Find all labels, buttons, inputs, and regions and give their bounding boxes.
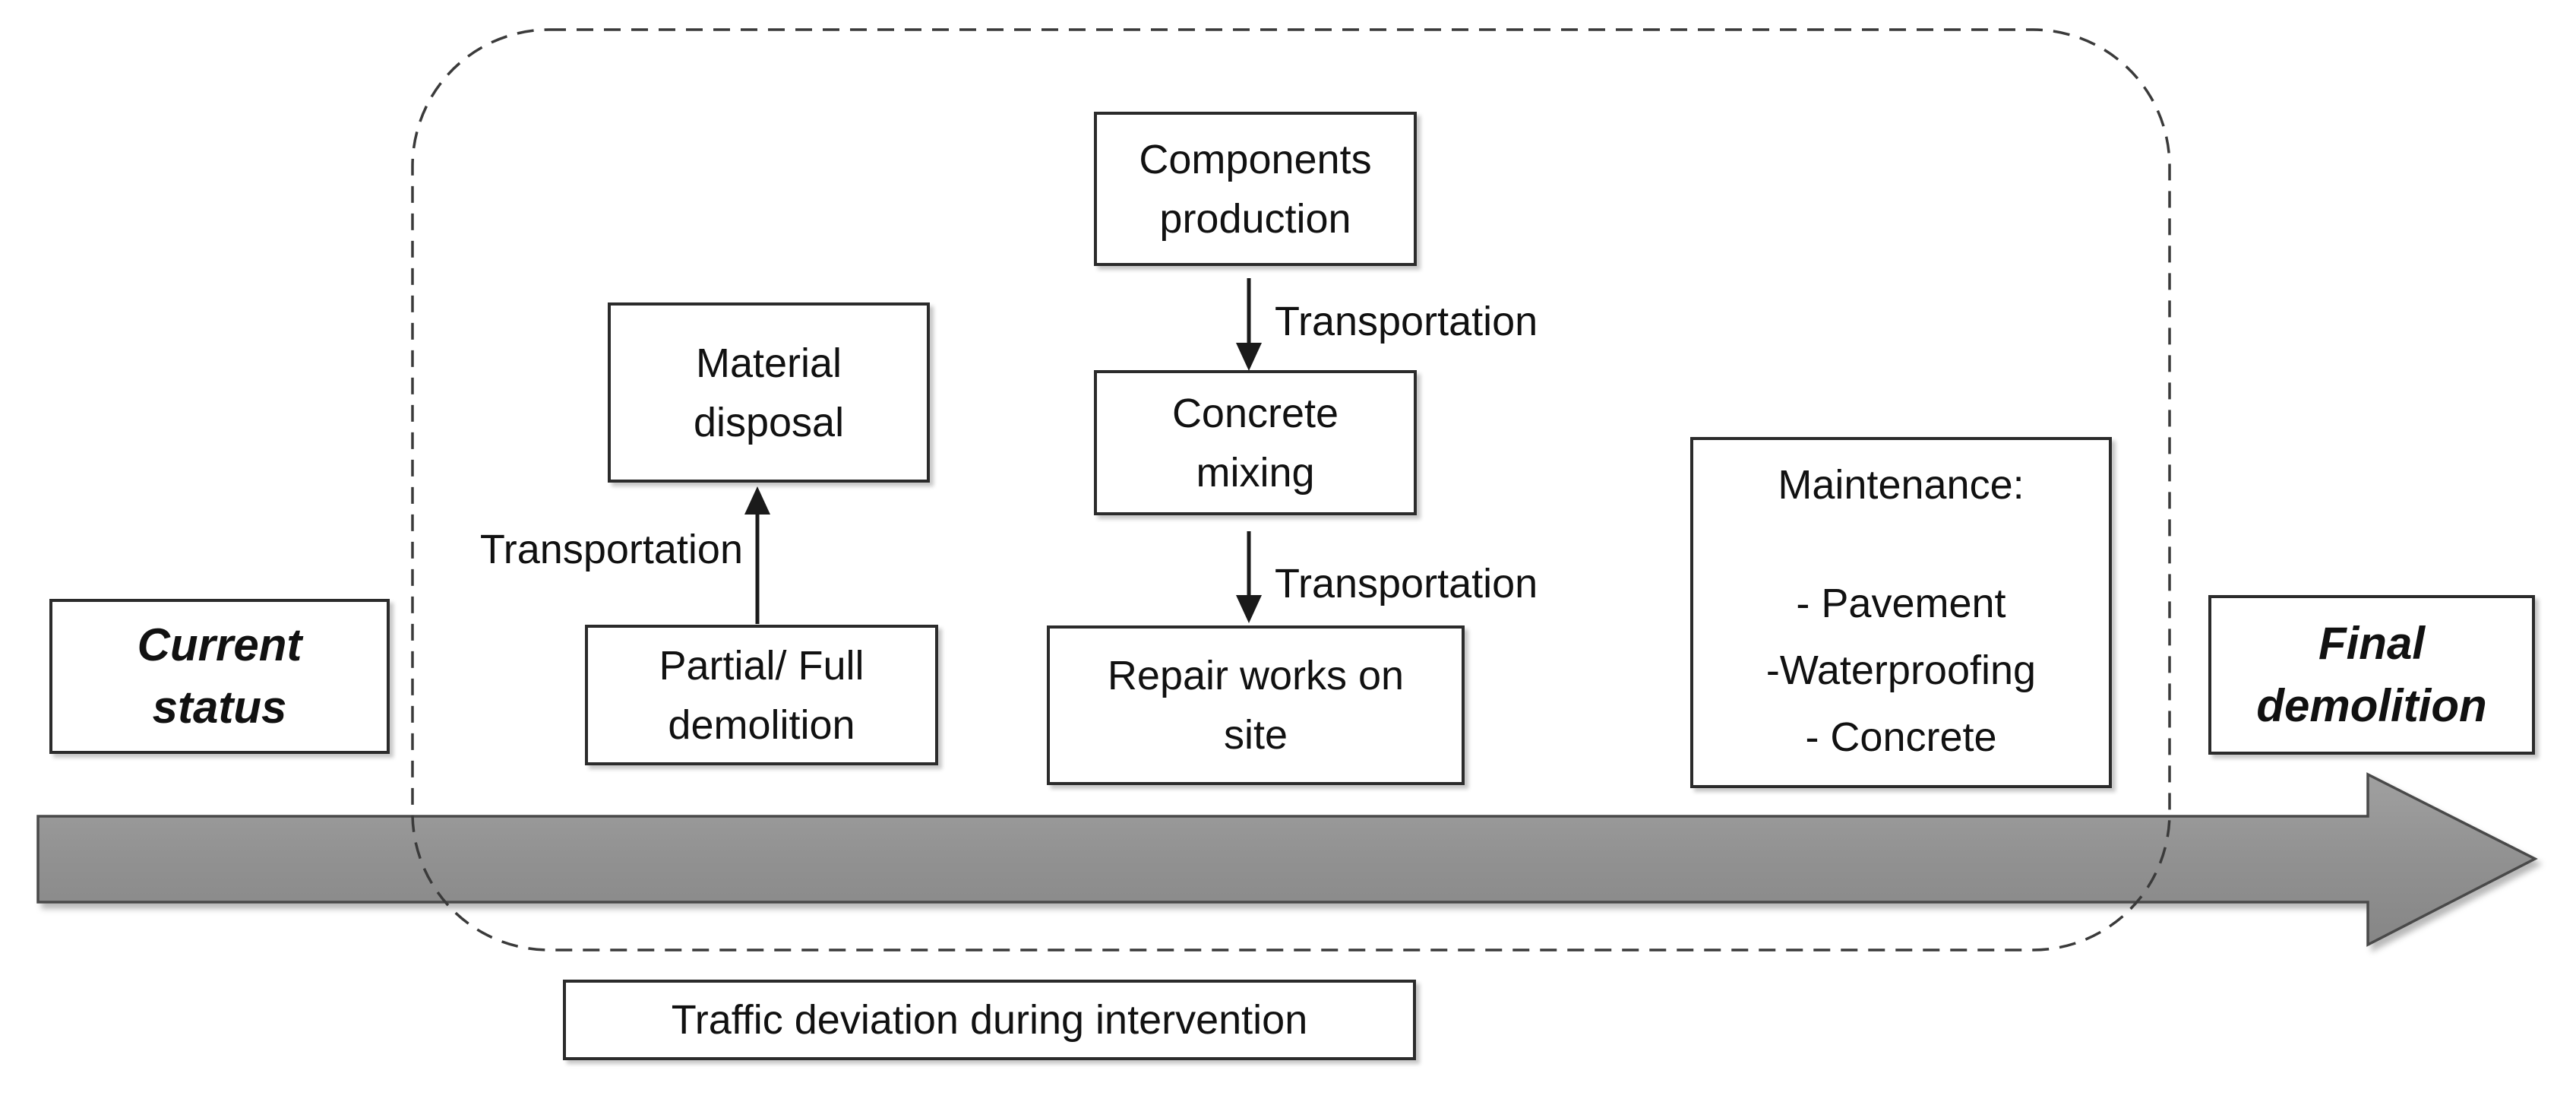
components-production-line1: Components <box>1139 136 1372 182</box>
transportation-label-1: Transportation <box>1275 299 1538 344</box>
maintenance-title: Maintenance: <box>1778 462 2024 508</box>
timeline-right-arrow-icon <box>36 772 2538 947</box>
final-demolition-line1: Final <box>2318 618 2425 669</box>
material-disposal-line2: disposal <box>693 399 845 445</box>
final-demolition-box: Final demolition <box>2208 595 2535 755</box>
intervention-dashed-container <box>411 28 2171 952</box>
current-status-box: Current status <box>49 599 390 754</box>
repair-works-box: Repair works on site <box>1047 625 1465 785</box>
partial-full-demolition-box: Partial/ Full demolition <box>585 625 938 765</box>
traffic-deviation-caption: Traffic deviation during intervention <box>671 997 1308 1043</box>
maintenance-item-waterproofing: -Waterproofing <box>1765 648 2037 693</box>
components-production-box: Components production <box>1094 112 1417 266</box>
repair-works-line1: Repair works on <box>1107 653 1405 698</box>
repair-works-line2: site <box>1223 712 1288 758</box>
concrete-mixing-line2: mixing <box>1196 449 1315 496</box>
components-production-line2: production <box>1159 195 1351 242</box>
partial-full-demolition-line1: Partial/ Full <box>659 642 864 689</box>
down-arrow-icon-2 <box>1236 531 1262 623</box>
traffic-deviation-caption-box: Traffic deviation during intervention <box>563 980 1416 1060</box>
current-status-line2: status <box>152 682 287 733</box>
maintenance-item-concrete: - Concrete <box>1805 714 1997 760</box>
final-demolition-line2: demolition <box>2256 680 2487 731</box>
transportation-label-2: Transportation <box>1275 561 1538 606</box>
concrete-mixing-line1: Concrete <box>1171 390 1339 436</box>
partial-full-demolition-line2: demolition <box>668 701 855 748</box>
transportation-label-3: Transportation <box>479 527 743 572</box>
maintenance-items: - Pavement -Waterproofing - Concrete <box>1766 570 2036 771</box>
material-disposal-box: Material disposal <box>608 302 930 483</box>
up-arrow-icon <box>744 486 770 624</box>
current-status-line1: Current <box>137 619 302 670</box>
material-disposal-line1: Material <box>695 340 842 386</box>
maintenance-item-pavement: - Pavement <box>1796 581 2006 626</box>
concrete-mixing-box: Concrete mixing <box>1094 370 1417 515</box>
maintenance-box: Maintenance: - Pavement -Waterproofing -… <box>1690 437 2112 788</box>
down-arrow-icon-1 <box>1236 278 1262 371</box>
